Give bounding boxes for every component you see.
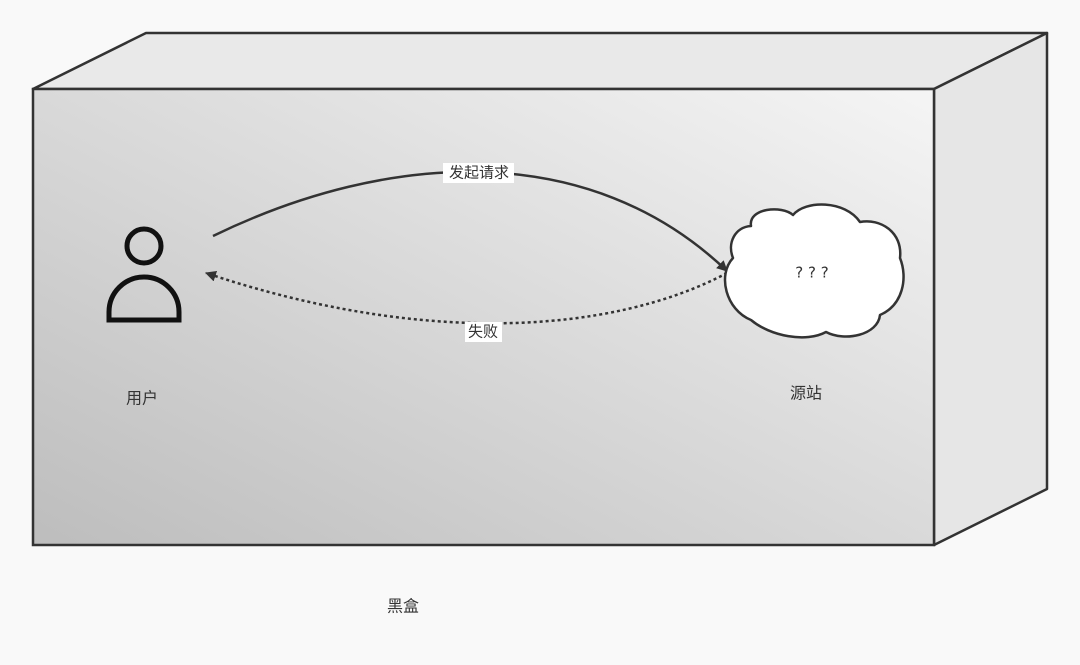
request-label-bg <box>443 163 514 183</box>
cloud-icon <box>723 203 905 339</box>
fail-label: 失败 <box>468 323 498 341</box>
cloud-text: ? ? ? <box>795 264 828 282</box>
person-icon <box>106 226 182 323</box>
user-label: 用户 <box>126 389 158 408</box>
fail-label-bg <box>465 322 502 342</box>
box-top-face <box>31 31 1049 91</box>
request-label: 发起请求 <box>449 164 509 182</box>
box-label: 黑盒 <box>387 597 419 616</box>
origin-label: 源站 <box>790 384 822 403</box>
box-side-face <box>932 31 1049 547</box>
